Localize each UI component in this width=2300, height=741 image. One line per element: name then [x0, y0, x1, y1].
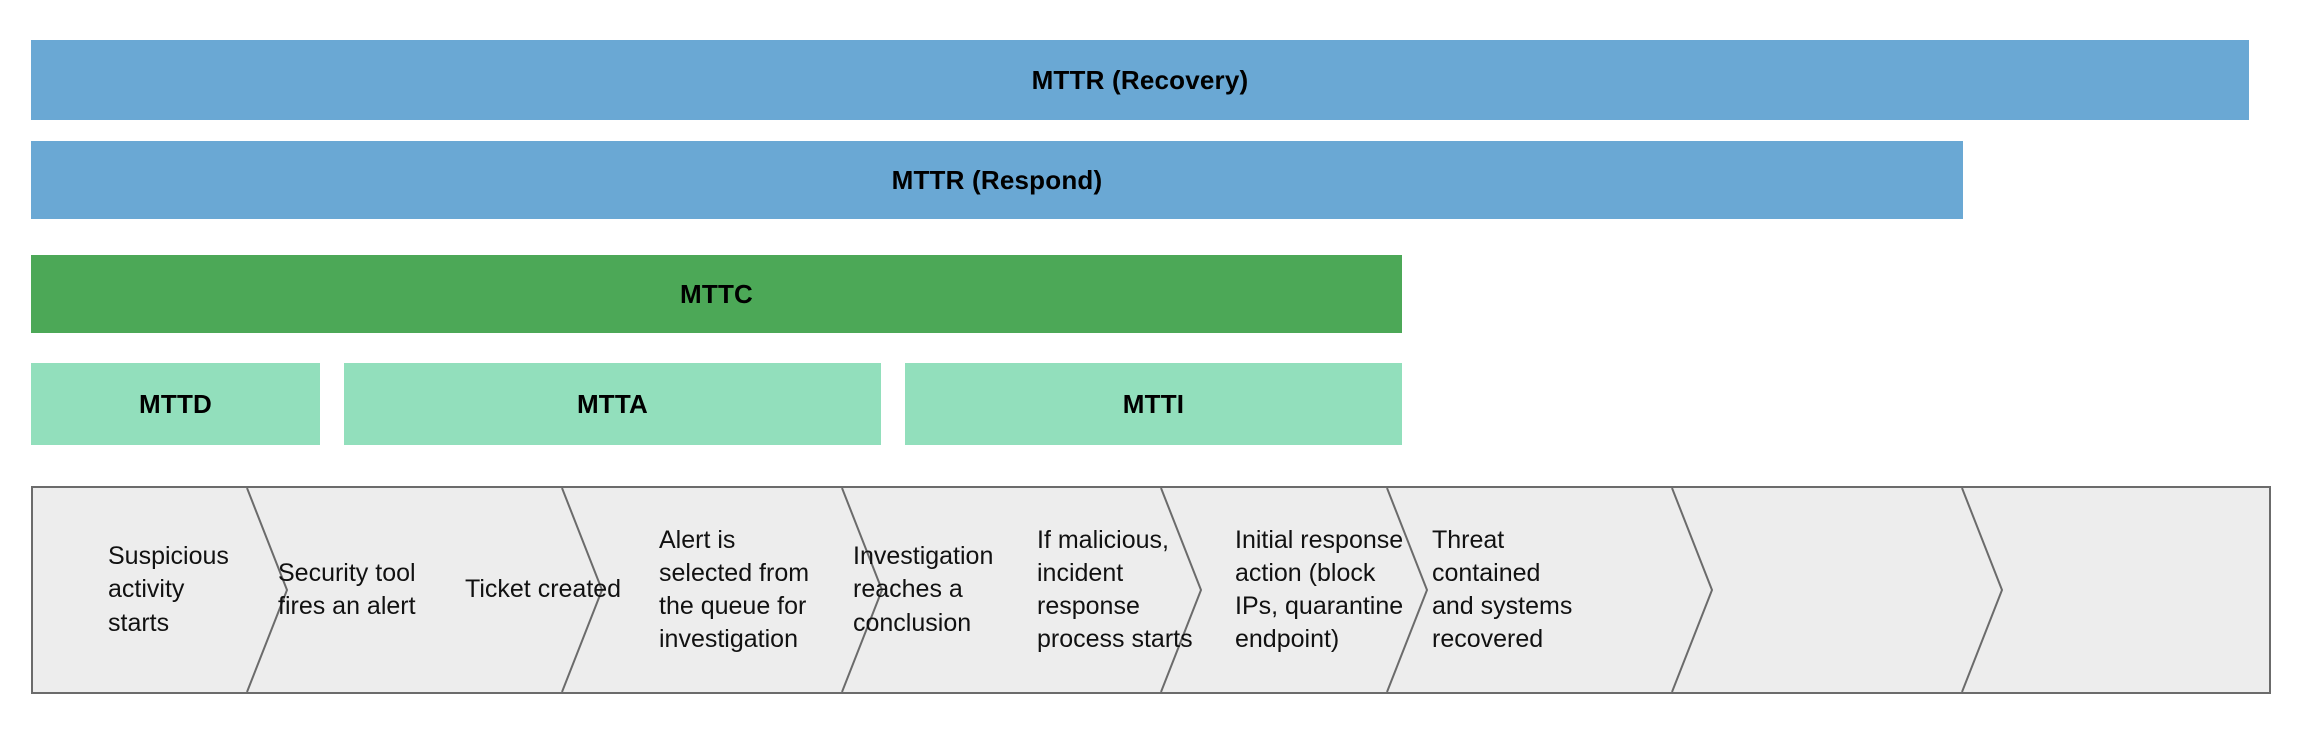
metric-bar-label-mtti: MTTI — [1122, 389, 1185, 419]
metric-bar-label-mttr-respond: MTTR (Respond) — [891, 165, 1103, 195]
metric-bar-mttd: MTTD — [31, 363, 320, 445]
chevron-separator-7 — [1962, 488, 2002, 692]
metric-bar-mtta: MTTA — [344, 363, 881, 445]
metric-bar-mttr-recovery: MTTR (Recovery) — [31, 40, 2249, 120]
chevron-separator-6 — [1672, 488, 1712, 692]
metric-bar-label-mttd: MTTD — [139, 389, 212, 419]
metric-bar-label-mtta: MTTA — [576, 389, 649, 419]
step-ticket-created-label: Ticket created — [465, 575, 622, 604]
metric-bar-mtti: MTTI — [905, 363, 1402, 445]
metric-bar-mttr-respond: MTTR (Respond) — [31, 141, 1963, 219]
step-ticket-created: Ticket created — [465, 488, 675, 692]
metric-bar-label-mttr-recovery: MTTR (Recovery) — [1031, 65, 1249, 95]
metric-bar-label-mttc: MTTC — [680, 279, 753, 309]
metric-bar-mttc: MTTC — [31, 255, 1402, 333]
